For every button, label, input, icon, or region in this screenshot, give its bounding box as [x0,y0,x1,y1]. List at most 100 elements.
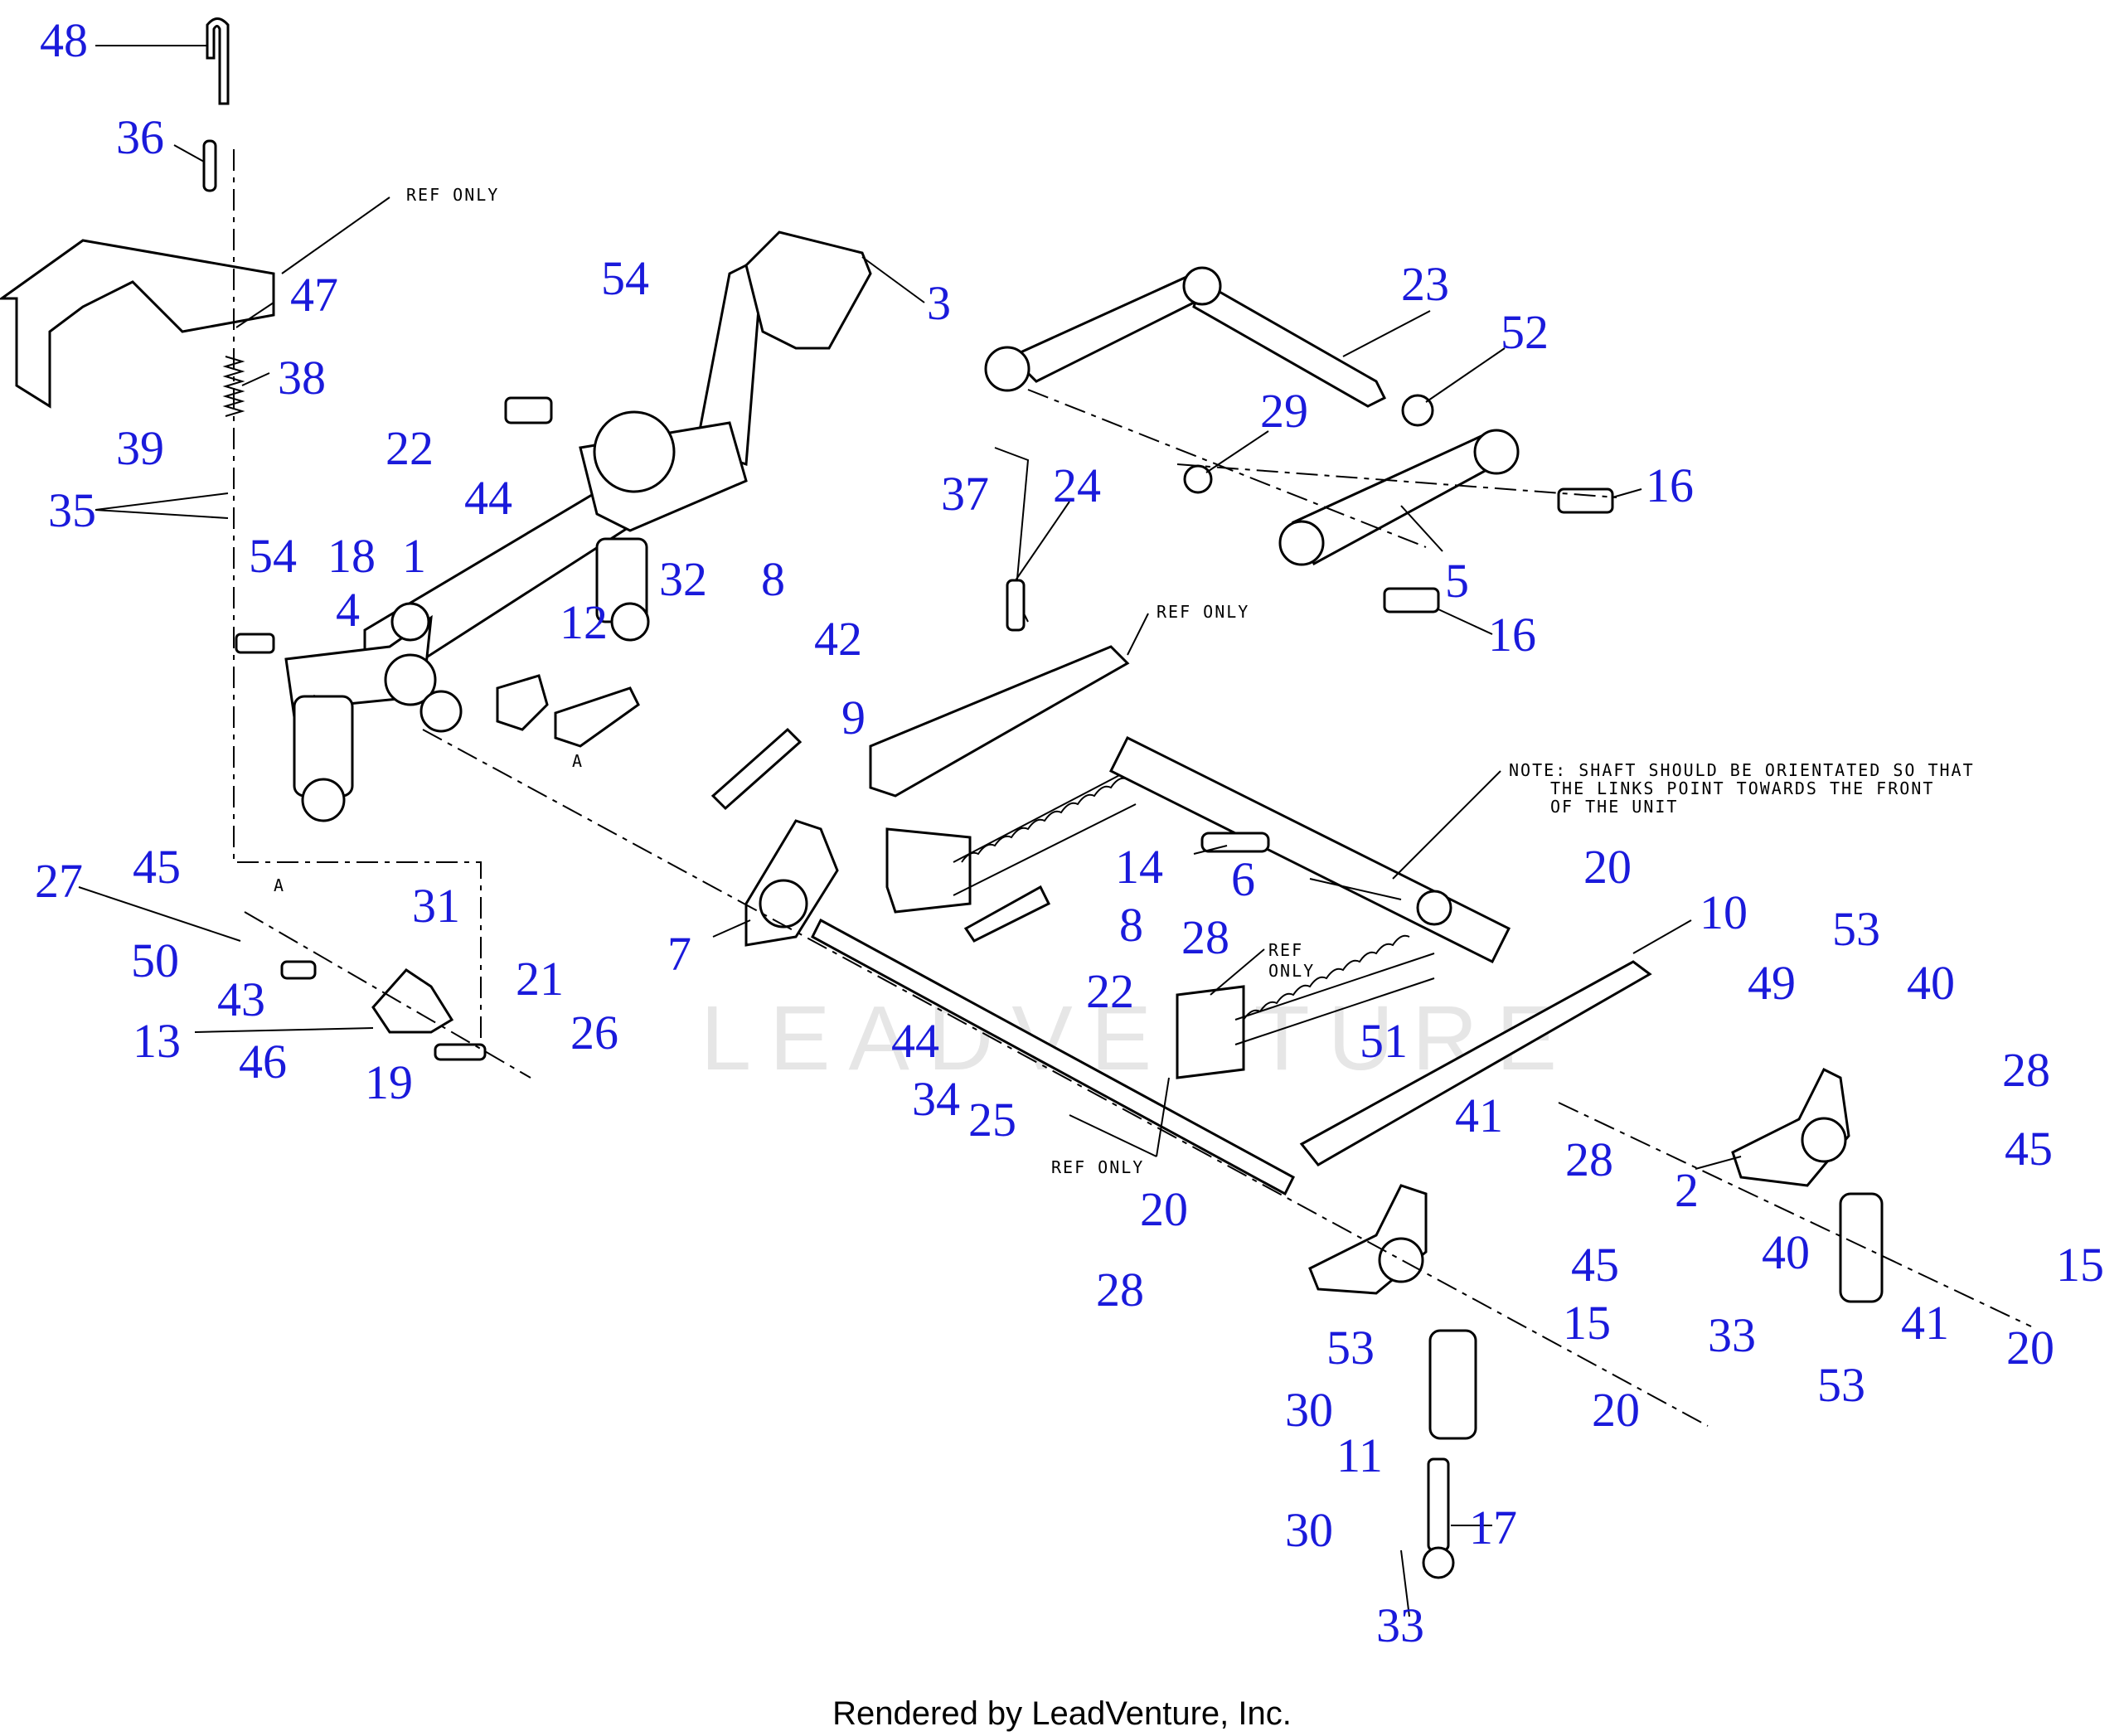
callout-34: 34 [912,1072,960,1126]
leader-ref-rail [1127,613,1149,656]
callout-11: 11 [1336,1428,1383,1482]
callout-22a: 22 [386,421,434,475]
callout-25: 25 [968,1093,1016,1147]
leader-2 [1695,1156,1742,1170]
callout-41a: 41 [1455,1089,1503,1142]
leader-ref-bracket [1210,948,1265,996]
callout-44b: 44 [891,1014,939,1068]
callout-48: 48 [40,13,88,67]
callout-20b: 20 [1583,840,1632,894]
leader-24 [1015,501,1070,581]
callout-16a: 16 [1646,458,1694,512]
pin-50 [280,960,317,980]
callout-29: 29 [1260,384,1308,438]
leader-36 [173,144,205,162]
pedal-plate [744,230,872,350]
link-10 [1299,960,1652,1166]
left-pivot [390,602,430,642]
callout-41b: 41 [1901,1296,1949,1350]
watermark: LEADVENTURE [701,987,1575,1089]
bell-crank-hub [759,879,808,929]
small-crank [371,968,454,1034]
right-crank-2-hub [1801,1117,1847,1163]
part-drawings [0,17,2032,1617]
upper-link-pivot [1182,266,1222,306]
callout-28d: 28 [1096,1263,1144,1317]
ref-only-label-4: REF ONLY [1051,1157,1144,1177]
link-5-end-b [1473,429,1520,475]
leader-47 [235,302,274,328]
callout-37: 37 [941,467,989,521]
left-pivot-hub [384,653,437,706]
callout-33a: 33 [1708,1308,1756,1362]
callout-12: 12 [560,595,608,649]
callout-7: 7 [667,927,691,981]
leader-16a [1612,488,1642,498]
callout-35: 35 [48,483,96,537]
seat-bracket [0,239,275,409]
callout-9: 9 [841,691,866,744]
lever-hub [593,410,676,493]
leader-10 [1632,919,1692,954]
leader-note [1392,770,1501,880]
callout-30b: 30 [1285,1503,1333,1557]
callout-44a: 44 [464,471,512,525]
right-clevis [1839,1192,1884,1303]
leader-29 [1205,430,1269,473]
small-spring [222,356,245,417]
leader-27 [78,886,241,942]
callout-23: 23 [1401,257,1449,311]
callout-16b: 16 [1488,608,1536,662]
callout-21: 21 [516,952,564,1006]
callout-32: 32 [659,552,707,606]
view-marker-a-2: A [274,875,285,895]
hook-rod [206,17,230,105]
ref-only-label-3b: ONLY [1268,961,1315,981]
pin-17 [1427,1457,1450,1552]
callout-31: 31 [412,879,460,933]
callout-8a: 8 [761,552,785,606]
note-line-3: OF THE UNIT [1550,797,1678,817]
leader-5 [1400,505,1443,552]
callout-47: 47 [290,268,338,322]
callout-51: 51 [1360,1014,1408,1068]
left-ball-joint [301,778,346,822]
note-line-1: NOTE: SHAFT SHOULD BE ORIENTATED SO THAT [1509,760,1975,780]
callout-54a: 54 [601,251,649,305]
centerline-e [1558,1102,2032,1327]
upper-link [1009,272,1213,383]
callout-24: 24 [1053,458,1101,512]
clevis-11 [1428,1329,1477,1440]
callout-6: 6 [1231,852,1255,906]
bushing [419,690,463,733]
callout-33b: 33 [1376,1598,1424,1652]
mount-block [496,674,549,731]
callout-53a: 53 [1832,902,1880,956]
callout-15a: 15 [2056,1238,2104,1292]
callout-19: 19 [365,1055,413,1109]
clip-pin [1006,579,1026,632]
footer-credit: Rendered by LeadVenture, Inc. [832,1695,1292,1732]
callout-53c: 53 [1817,1358,1865,1412]
callout-46: 46 [239,1035,287,1089]
centerline-c [1176,463,1617,498]
washer-52 [1401,394,1434,427]
callout-38: 38 [278,351,326,405]
leader-ref-top [281,196,390,274]
callout-39: 39 [116,421,164,475]
spring-pair-left [953,770,1137,896]
callout-40b: 40 [1762,1225,1810,1279]
note-line-2: THE LINKS POINT TOWARDS THE FRONT [1550,778,1934,798]
leader-6 [1309,878,1402,900]
adjust-block [554,686,640,748]
ref-only-label-2: REF ONLY [1157,602,1249,622]
lever-ball-joint [610,602,650,642]
pin-17-eye [1422,1546,1455,1579]
bolt-19 [434,1043,487,1061]
leader-7 [712,919,751,938]
centerline-a [422,729,1709,1427]
ref-only-label-1: REF ONLY [406,185,499,205]
lower-shaft [811,918,1295,1196]
callout-43: 43 [217,972,265,1026]
leader-3 [861,256,925,303]
